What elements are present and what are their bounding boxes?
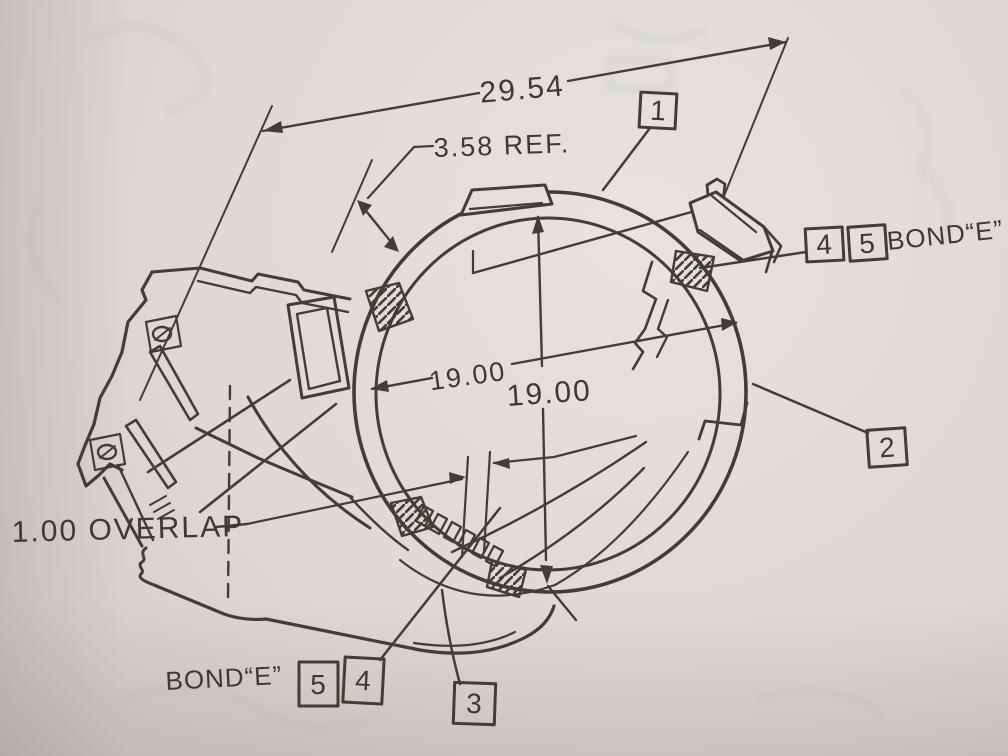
paper-bleedthrough-marks: [28, 19, 951, 731]
paper-shadow-bottom: [0, 600, 1008, 756]
dimension-arrowheads: [449, 458, 510, 484]
callout-number-5-right: 5: [858, 227, 876, 259]
ring-top-tab: [459, 183, 554, 275]
callout-box-4-bottom: [341, 655, 386, 706]
left-mounting-bracket: [76, 270, 200, 490]
callout-box-4-right: [803, 225, 846, 264]
dimension-arrowheads: [357, 200, 399, 252]
callout-number-4-bottom: 4: [354, 665, 371, 697]
callout-number-2: 2: [878, 431, 896, 463]
dimension-ref-3-58: [331, 144, 435, 253]
dim-overall-label: 29.54: [478, 69, 566, 109]
callout-box-1: [637, 90, 679, 131]
callout-number-1: 1: [649, 95, 666, 127]
callout-number-3: 3: [466, 688, 483, 720]
dimension-overall-width: [139, 37, 789, 401]
lower-shell-and-leg: [102, 384, 556, 655]
dimension-height-19: [532, 215, 578, 622]
dimension-width-19: [370, 318, 738, 392]
dim-overlap-label: 1.00 OVERLAP: [11, 510, 244, 549]
callout-box-2: [865, 426, 909, 469]
callout-boxes: [297, 90, 909, 727]
dimension-overlap: [214, 434, 638, 559]
callout-box-3: [451, 680, 498, 727]
ring-face-edge-line: [471, 204, 715, 275]
callout-leader-lines: [378, 126, 870, 686]
callout-box-5-bottom: [297, 660, 340, 708]
bond-hatch-areas: [364, 249, 716, 599]
callout-box-5-right: [846, 223, 889, 263]
dim-ref-label: 3.58 REF.: [433, 128, 571, 163]
callout-number-4-right: 4: [815, 229, 832, 261]
callout-number-5-bottom: 5: [310, 669, 326, 700]
bond-label-bottom: BOND“E”: [165, 660, 283, 696]
hidden-edge-dashed-line: [226, 384, 232, 602]
interior-break-lines: [450, 260, 670, 580]
dim-height-label: 19.00: [506, 374, 593, 413]
